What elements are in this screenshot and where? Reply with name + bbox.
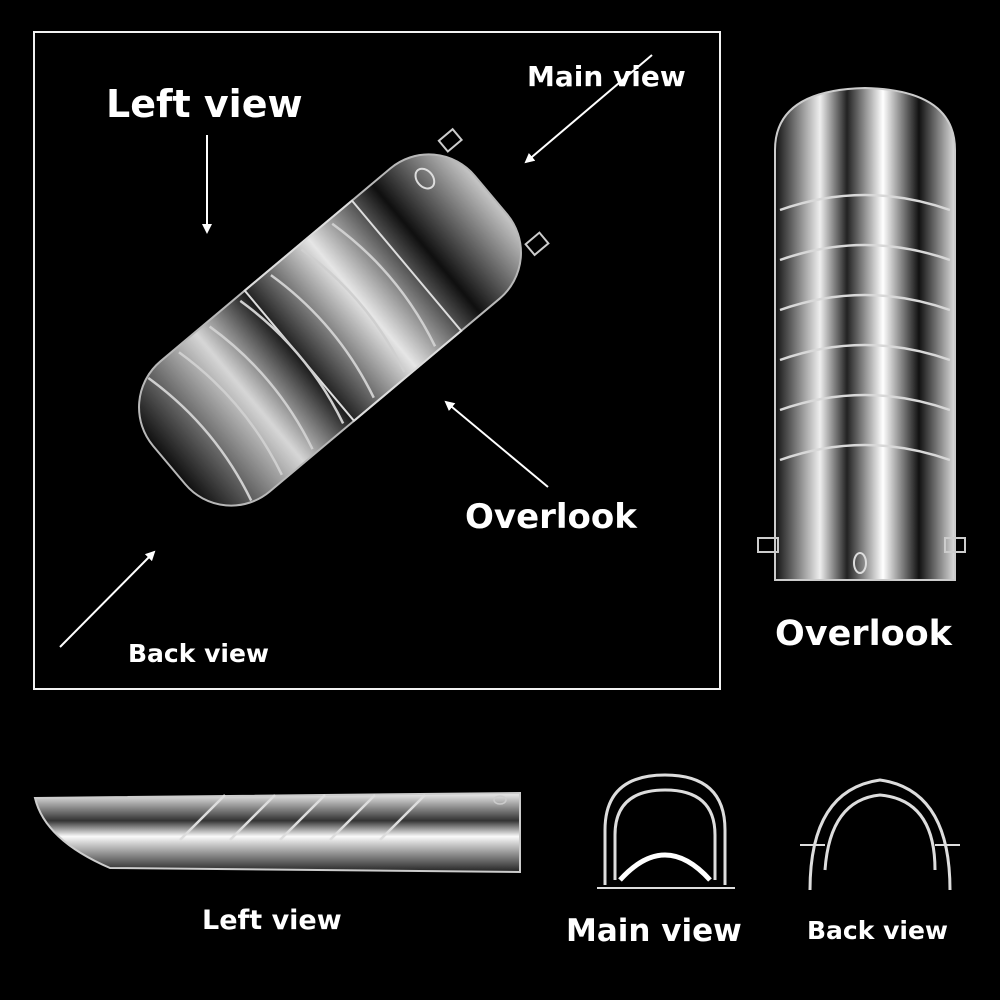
diagram-frame [33, 31, 721, 690]
overlook-arrow [444, 400, 549, 488]
left-view-label: Left view [106, 82, 303, 126]
left-view-bottom-label: Left view [202, 905, 342, 936]
back-view-arrow [59, 550, 156, 648]
back-view-label: Back view [128, 639, 269, 668]
back-view-bottom-label: Back view [807, 916, 948, 945]
main-view-label: Main view [527, 60, 686, 93]
main-view-bottom-label: Main view [566, 913, 742, 949]
main-view-arrow [524, 54, 653, 164]
nail-tip-vertical [757, 86, 966, 581]
overlook-label: Overlook [465, 497, 637, 537]
nail-tip-side [33, 791, 521, 874]
nail-tip-back [800, 778, 960, 891]
overlook-right-label: Overlook [775, 614, 952, 654]
nail-tip-front [597, 773, 735, 889]
nail-tip-diagonal [138, 127, 550, 507]
